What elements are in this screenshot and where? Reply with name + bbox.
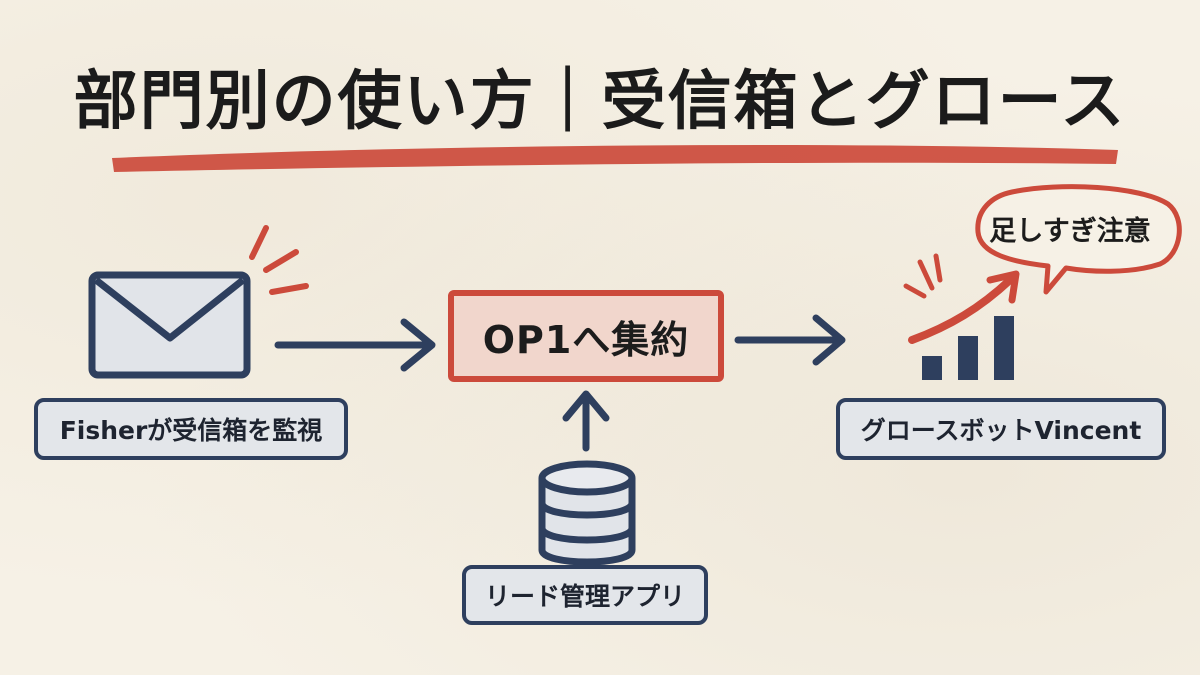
arrow-database-to-op1 <box>562 390 610 452</box>
op1-hub-box: OP1へ集約 <box>448 290 724 382</box>
envelope-icon <box>88 225 309 379</box>
growth-bar-chart-icon <box>903 253 1020 380</box>
arrow-op1-to-growth <box>734 314 846 366</box>
arrow-inbox-to-op1 <box>274 318 436 372</box>
database-icon <box>538 460 636 566</box>
lead-management-label: リード管理アプリ <box>462 565 708 625</box>
inbox-label: Fisherが受信箱を監視 <box>34 398 348 460</box>
page-title: 部門別の使い方｜受信箱とグロース <box>73 65 1127 139</box>
growth-bot-label: グロースボットVincent <box>836 398 1166 460</box>
caution-callout: 足しすぎ注意 <box>989 215 1151 247</box>
speech-bubble <box>975 184 1182 295</box>
title-underline <box>112 144 1118 172</box>
